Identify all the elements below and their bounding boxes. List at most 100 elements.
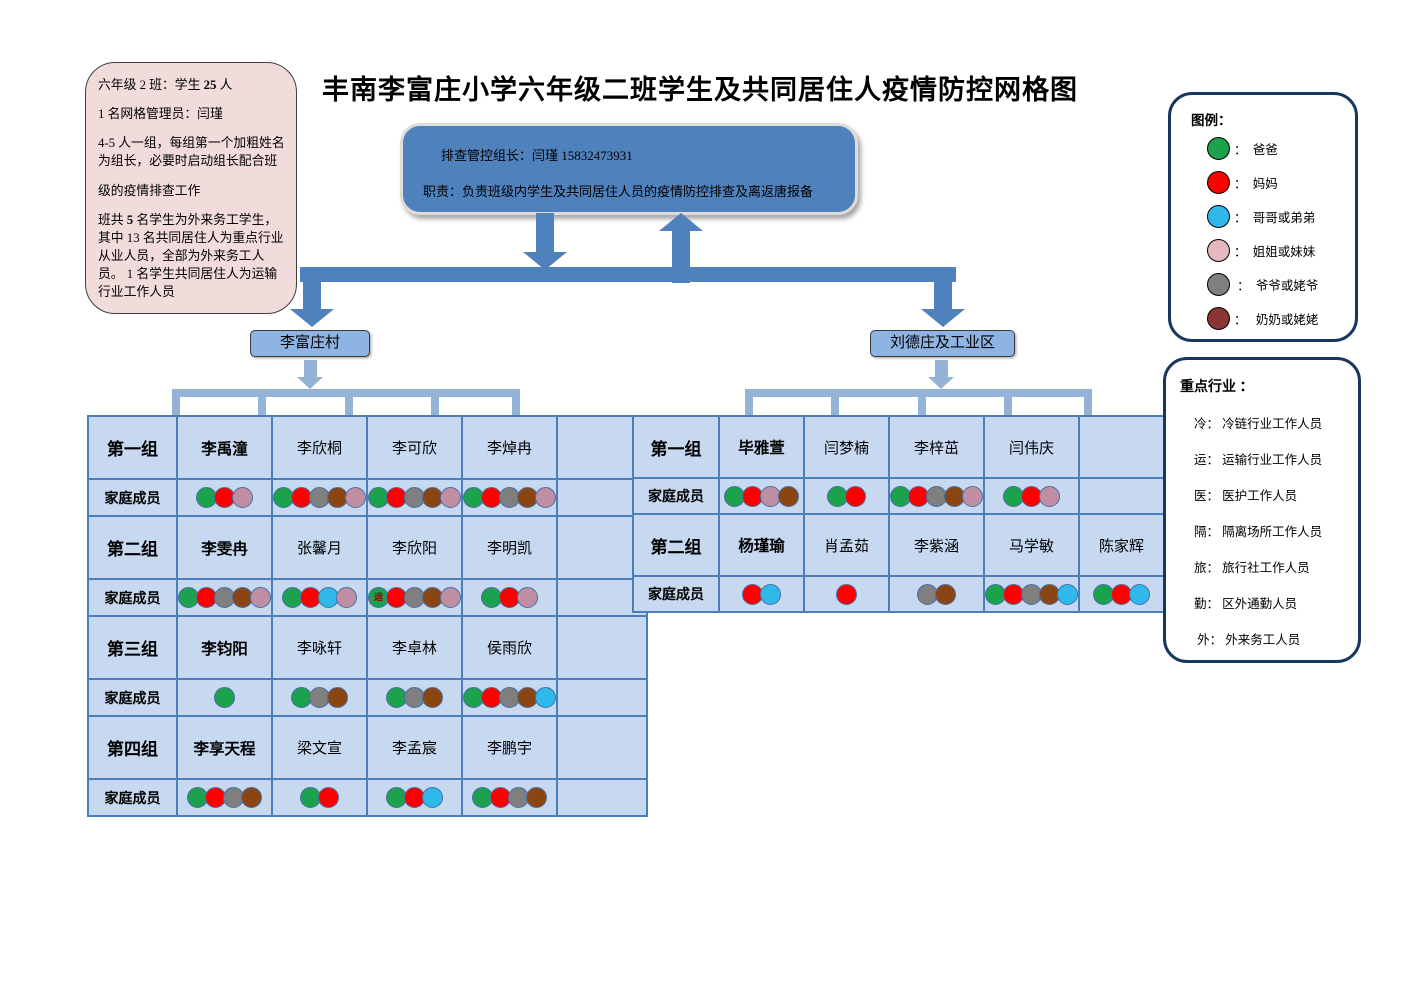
industry-box: 重点行业 ： 冷： 冷链行业工作人员运： 运输行业工作人员医： 医护工作人员隔：… <box>1163 357 1361 663</box>
legend-item-label: ： 哥哥或弟弟 <box>1234 210 1316 225</box>
family-dot-pink <box>345 487 365 508</box>
info-paragraph: 1 名网格管理员：闫瑾 <box>98 105 288 123</box>
family-dots-cell <box>366 678 463 717</box>
empty-cell <box>1078 415 1165 479</box>
student-name-cell: 李梓茁 <box>888 415 985 479</box>
left-village-table: 第一组李禹潼李欣桐李可欣李焯冉家庭成员第二组李雯冉张馨月李欣阳李明凯家庭成员运第… <box>87 415 648 817</box>
family-dot-blue <box>422 787 443 808</box>
legend-dot-blue <box>1207 204 1230 228</box>
connector-horizontal-bar <box>300 267 956 282</box>
industry-item: 冷： 冷链行业工作人员 <box>1194 417 1323 431</box>
family-dots-cell <box>176 678 273 717</box>
family-dots <box>274 487 365 508</box>
family-dots <box>179 787 270 808</box>
connector-right-branch-head <box>921 309 965 327</box>
member-label: 家庭成员 <box>87 678 178 717</box>
group-name-row: 第二组李雯冉张馨月李欣阳李明凯 <box>87 515 648 580</box>
empty-cell <box>556 778 648 817</box>
student-name-cell: 李明凯 <box>461 515 558 580</box>
legend-item: ： 爸爸 <box>1191 136 1355 160</box>
legend-item: ： 妈妈 <box>1191 170 1355 194</box>
legend-item-label: ： 妈妈 <box>1234 176 1278 191</box>
right-table-arrow-head <box>928 377 954 389</box>
industry-item: 医： 医护工作人员 <box>1194 489 1298 503</box>
family-dots <box>369 687 460 708</box>
family-members-row: 家庭成员 <box>87 678 648 717</box>
left-manifold-stub <box>345 396 353 416</box>
family-dots-cell <box>366 778 463 817</box>
student-name-cell: 张馨月 <box>271 515 368 580</box>
family-dots-cell <box>271 478 368 517</box>
legend-dot-green <box>1207 136 1230 160</box>
student-name-cell: 李享天程 <box>176 715 273 780</box>
family-dots <box>464 687 555 708</box>
family-dots-cell <box>718 575 805 613</box>
family-dot-pink <box>517 587 538 608</box>
family-dots <box>369 487 460 508</box>
group-name-row: 第三组李钧阳李咏轩李卓林侯雨欣 <box>87 615 648 680</box>
member-label: 家庭成员 <box>87 478 178 517</box>
member-label: 家庭成员 <box>632 575 720 613</box>
student-name-cell: 李咏轩 <box>271 615 368 680</box>
info-text: 1 名网格管理员：闫瑾 <box>98 107 223 122</box>
connector-right-branch-shaft <box>934 282 952 310</box>
legend-title: 图例： <box>1191 113 1232 128</box>
left-manifold-stub <box>512 396 520 416</box>
info-paragraph: 级的疫情排查工作 <box>98 182 288 200</box>
family-dot-pink <box>232 487 253 508</box>
family-dots-cell <box>803 575 890 613</box>
family-dots-cell <box>888 575 985 613</box>
group-label: 第二组 <box>87 515 178 580</box>
student-name-cell: 闫梦楠 <box>803 415 890 479</box>
group-name-row: 第二组杨瑾瑜肖孟茹李紫涵马学敏陈家辉 <box>632 513 1165 577</box>
group-name-row: 第一组毕雅萱闫梦楠李梓茁闫伟庆 <box>632 415 1165 479</box>
family-dots: 运 <box>369 587 460 608</box>
family-dot-pink <box>440 587 460 608</box>
member-label: 家庭成员 <box>87 578 178 617</box>
group-label: 第二组 <box>632 513 720 577</box>
family-dots <box>179 687 270 708</box>
connector-left-branch-shaft <box>303 282 321 310</box>
village-label-left: 李富庄村 <box>250 330 370 357</box>
connector-down-arrow-shaft <box>536 213 554 253</box>
page-title: 丰南李富庄小学六年级二班学生及共同居住人疫情防控网格图 <box>322 75 1078 105</box>
industry-item: 旅： 旅行社工作人员 <box>1194 561 1310 575</box>
family-dots <box>986 583 1077 605</box>
class-info-box: 六年级 2 班：学生 25 人 1 名网格管理员：闫瑾 4-5 人一组，每组第一… <box>85 62 297 314</box>
group-name-row: 第四组李享天程梁文宣李孟宸李鹏宇 <box>87 715 648 780</box>
family-dot-brown <box>526 787 547 808</box>
right-manifold-stub <box>1004 396 1012 416</box>
right-village-table: 第一组毕雅萱闫梦楠李梓茁闫伟庆家庭成员第二组杨瑾瑜肖孟茹李紫涵马学敏陈家辉家庭成… <box>632 415 1165 613</box>
industry-item: 外： 外来务工人员 <box>1194 633 1301 647</box>
right-manifold-stub <box>918 396 926 416</box>
family-dots <box>464 487 555 508</box>
family-dot-pink <box>535 487 555 508</box>
family-dots <box>464 787 555 808</box>
legend-box: 图例： ： 爸爸： 妈妈： 哥哥或弟弟： 姐姐或妹妹 ： 爷爷或姥爷： 奶奶或姥… <box>1168 92 1358 342</box>
left-manifold-bar <box>172 389 520 397</box>
right-table-arrow-shaft <box>935 360 948 378</box>
family-dots-cell <box>176 778 273 817</box>
legend-item-label: ： 爸爸 <box>1234 142 1278 157</box>
info-text: 六年级 2 班：学生 <box>98 78 204 92</box>
industry-item: 隔： 隔离场所工作人员 <box>1194 525 1323 539</box>
family-dot-brown <box>241 787 262 808</box>
family-dot-pink <box>250 587 270 608</box>
connector-left-branch-head <box>290 309 334 327</box>
student-name-cell: 闫伟庆 <box>983 415 1080 479</box>
family-members-row: 家庭成员 <box>87 778 648 817</box>
empty-cell <box>556 678 648 717</box>
student-name-cell: 侯雨欣 <box>461 615 558 680</box>
right-manifold-stub <box>1084 396 1092 416</box>
family-dots-cell <box>271 678 368 717</box>
legend-dot-gray <box>1207 272 1230 296</box>
family-dot-blue <box>760 583 781 605</box>
legend-item-label: ： 爷爷或姥爷 <box>1234 278 1319 293</box>
command-duty-line: 职责：负责班级内学生及共同居住人员的疫情防控排查及离返唐报备 <box>423 184 814 199</box>
info-paragraph: 班共 5 名学生为外来务工学生，其中 13 名共同居住人为重点行业 从业人员，全… <box>98 211 288 302</box>
family-dots <box>891 583 982 605</box>
family-dots <box>274 687 365 708</box>
command-leader-line: 排查管控组长：闫瑾 15832473931 <box>441 148 633 163</box>
student-name-cell: 李雯冉 <box>176 515 273 580</box>
